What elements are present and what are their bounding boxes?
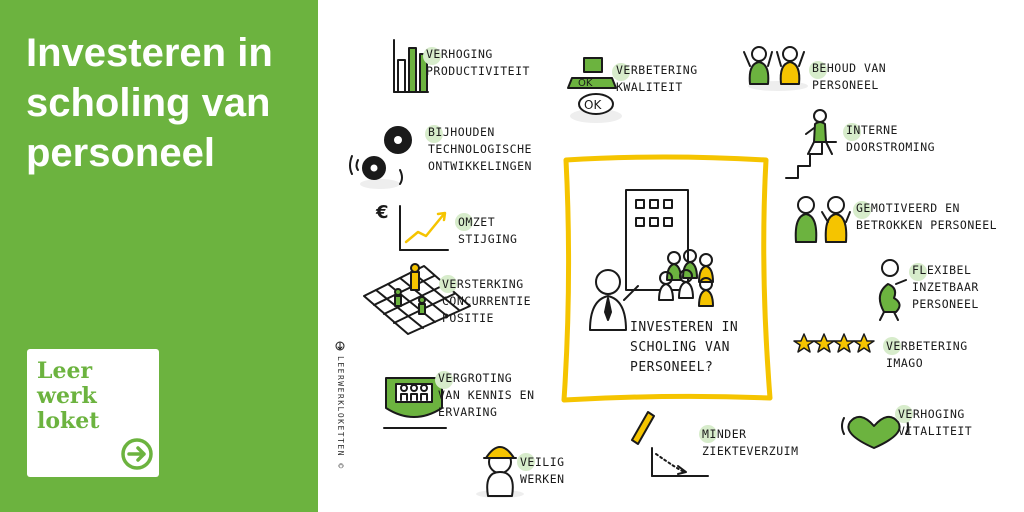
svg-text:€: € xyxy=(375,202,389,223)
center-frame xyxy=(561,154,773,403)
headline: Investeren in scholing van personeel xyxy=(26,31,273,175)
arrow-circle-icon xyxy=(121,438,153,470)
benefit-label-concurrentie: Versterking concurrentie positie xyxy=(442,277,532,325)
shield-people-icon xyxy=(383,377,447,429)
flexible-person-icon xyxy=(878,259,907,321)
stars-icon xyxy=(793,333,875,353)
benefit-label-veilig: Veilig werken xyxy=(520,455,565,486)
benefit-label-vitaliteit: Verhoging vitaliteit xyxy=(898,407,973,438)
euro-growth-chart-icon: € xyxy=(375,202,449,251)
benefit-label-kwaliteit: Verbetering kwaliteit xyxy=(616,63,698,94)
helmet-worker-icon xyxy=(476,446,524,498)
label-highlight-dots xyxy=(423,47,927,471)
benefit-label-productiviteit: Verhoging productiviteit xyxy=(426,47,530,78)
stairs-icon xyxy=(785,109,837,179)
credit-text: leerwerkloketten © xyxy=(336,356,345,470)
benefit-label-omzet: Omzet stijging xyxy=(458,215,518,246)
svg-text:OK: OK xyxy=(584,98,602,112)
benefit-label-behoud: Behoud van personeel xyxy=(812,61,887,92)
headline-panel: Investeren in scholing van personeel Lee… xyxy=(0,0,318,512)
ok-stamp-icon: OK OK xyxy=(567,57,622,123)
benefit-label-flexibel: Flexibel inzetbaar personeel xyxy=(912,263,979,311)
audience-group-icon xyxy=(658,249,714,307)
benefit-label-imago: Verbetering imago xyxy=(886,339,968,370)
benefit-label-technologie: Bijhouden technologische ontwikkelingen xyxy=(428,125,532,173)
chessboard-icon xyxy=(363,263,471,335)
presenter-icon xyxy=(589,269,639,331)
center-question: Investeren in scholing van personeel? xyxy=(630,320,739,375)
heart-icon xyxy=(841,415,909,449)
benefit-label-gemotiveerd: Gemotiveerd en betrokken personeel xyxy=(856,201,998,232)
bar-chart-icon xyxy=(393,39,429,93)
benefit-label-ziekteverzuim: Minder ziekteverzuim xyxy=(702,427,799,458)
gears-icon xyxy=(349,126,412,189)
credit-icon xyxy=(335,341,345,351)
illustration-drawing: OK OK € xyxy=(335,39,927,498)
illustration-canvas: OK OK € xyxy=(318,0,1024,512)
thermometer-icon xyxy=(631,411,709,477)
benefit-label-kennis: Vergroting van kennis en ervaring xyxy=(438,371,535,419)
two-people-icon xyxy=(743,46,808,91)
svg-text:OK: OK xyxy=(578,78,593,89)
benefit-label-doorstroming: Interne doorstroming xyxy=(846,123,936,154)
happy-people-icon xyxy=(794,196,851,243)
